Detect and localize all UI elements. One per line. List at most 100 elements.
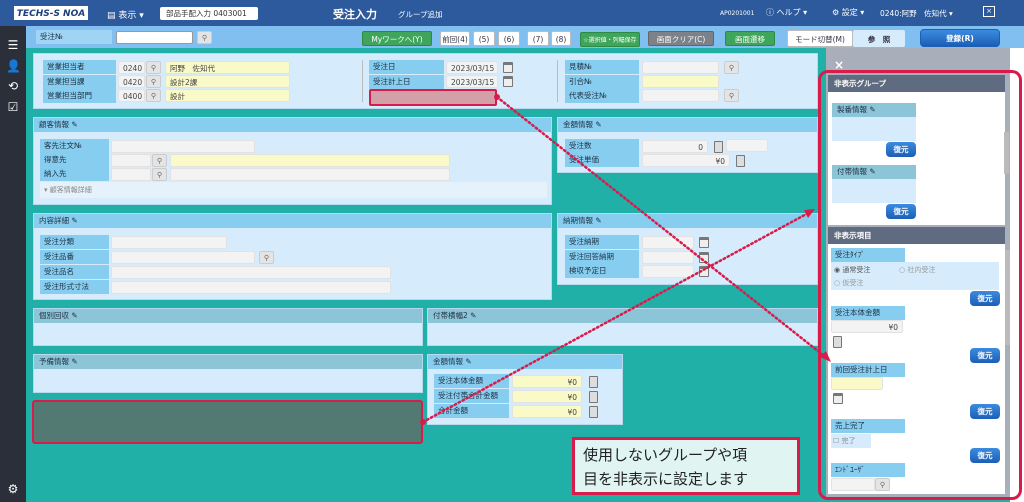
delivery-date-input[interactable] — [642, 236, 694, 249]
end-user-input[interactable] — [831, 478, 875, 491]
scrollbar[interactable] — [1004, 132, 1009, 174]
pencil-icon[interactable]: ✎ — [71, 311, 78, 320]
calendar-icon[interactable] — [503, 62, 513, 73]
search-icon[interactable]: ⚲ — [146, 75, 161, 88]
quantity-input[interactable]: 0 — [642, 140, 708, 153]
screen-selector[interactable]: 部品手配入力 0403001 — [160, 7, 258, 20]
customer-order-no-input[interactable] — [111, 140, 255, 153]
last-button[interactable]: (8) — [551, 31, 571, 46]
user-menu[interactable]: 0240:阿野 佐知代 ▾ — [880, 9, 953, 18]
search-icon[interactable]: ⚲ — [197, 31, 212, 44]
register-button[interactable]: 登録(R) — [920, 29, 1000, 47]
order-part-no-input[interactable] — [111, 251, 255, 264]
first-button[interactable]: (5) — [473, 31, 495, 46]
radio-normal[interactable]: ◉ 通常受注 — [834, 266, 871, 274]
restore-button[interactable]: 復元 — [886, 142, 916, 157]
quote-no-input[interactable] — [642, 61, 719, 74]
calculator-icon[interactable] — [714, 141, 723, 153]
extra-amount-value: ¥0 — [512, 390, 582, 403]
pencil-icon[interactable]: ✎ — [595, 120, 602, 129]
user-name: 0240:阿野 佐知代 — [880, 9, 947, 18]
booking-date-input[interactable]: 2023/03/15 — [446, 75, 498, 88]
calendar-icon[interactable] — [699, 237, 709, 248]
calculator-icon[interactable] — [833, 336, 842, 348]
sidebar: ☰ 👤 ⟲ ☑ ⚙ — [0, 26, 26, 502]
section-code[interactable]: 0420 — [118, 75, 145, 88]
calculator-icon[interactable] — [736, 155, 745, 167]
inspection-date-input[interactable] — [642, 265, 694, 278]
view-menu[interactable]: ▤ 表示 ▾ — [107, 11, 144, 21]
next-button[interactable]: (7) — [527, 31, 549, 46]
inquiry-no-input[interactable] — [642, 75, 719, 88]
reply-date-input[interactable] — [642, 251, 694, 264]
history-icon[interactable]: ⟲ — [7, 79, 19, 93]
unit-input[interactable] — [726, 139, 768, 152]
field-label: 検収予定日 — [565, 264, 639, 278]
mode-switch-button[interactable]: モード切替(M) — [787, 30, 853, 47]
calculator-icon[interactable] — [589, 391, 598, 403]
help-menu[interactable]: ⓘ ヘルプ ▾ — [766, 8, 808, 17]
calendar-icon[interactable] — [503, 76, 513, 87]
body-amount-input[interactable]: ¥0 — [831, 320, 903, 333]
order-part-name-input[interactable] — [111, 266, 391, 279]
search-icon[interactable]: ⚲ — [146, 61, 161, 74]
pencil-icon[interactable]: ✎ — [470, 311, 477, 320]
reserve-panel: 予備情報 ✎ — [33, 354, 423, 393]
restore-button[interactable]: 復元 — [970, 291, 1000, 306]
pencil-icon[interactable]: ✎ — [465, 357, 472, 366]
settings-menu[interactable]: ⚙ 設定 ▾ — [832, 8, 865, 17]
restore-button[interactable]: 復元 — [970, 404, 1000, 419]
pencil-icon[interactable]: ✎ — [71, 120, 78, 129]
close-icon[interactable]: × — [834, 58, 845, 72]
order-no-input[interactable] — [116, 31, 193, 44]
customer-code-input[interactable] — [111, 154, 151, 167]
pencil-icon[interactable]: ✎ — [595, 216, 602, 225]
search-icon[interactable]: ⚲ — [724, 61, 739, 74]
search-icon[interactable]: ⚲ — [152, 168, 167, 181]
unit-price-input[interactable]: ¥0 — [642, 154, 730, 167]
search-icon[interactable]: ⚲ — [875, 478, 890, 491]
prev-date-input[interactable] — [831, 377, 883, 390]
delivery-code-input[interactable] — [111, 168, 151, 181]
calculator-icon[interactable] — [589, 376, 598, 388]
department-code[interactable]: 0400 — [118, 89, 145, 102]
scrollbar[interactable] — [1005, 250, 1010, 345]
order-date-input[interactable]: 2023/03/15 — [446, 61, 498, 74]
pencil-icon[interactable]: ✎ — [71, 216, 78, 225]
restore-button[interactable]: 復元 — [886, 204, 916, 219]
callout: 使用しないグループや項 目を非表示に設定します — [572, 437, 800, 495]
staff-code[interactable]: 0240 — [118, 61, 145, 74]
calendar-icon[interactable] — [833, 393, 843, 404]
customer-details-toggle[interactable]: ▾ 顧客情報詳細 — [40, 182, 547, 198]
transition-button[interactable]: 画面遷移 — [725, 31, 775, 46]
my-work-button[interactable]: Myワークへ(Y) — [362, 31, 432, 46]
search-icon[interactable]: ⚲ — [152, 154, 167, 167]
group-add-link[interactable]: グループ追加 — [398, 10, 443, 19]
radio-internal[interactable]: ○ 社内受注 — [899, 266, 936, 274]
inquiry-no-label: 引合№ — [565, 75, 639, 89]
calculator-icon[interactable] — [589, 406, 598, 418]
checklist-icon[interactable]: ☑ — [7, 100, 19, 114]
main-order-no-input[interactable] — [642, 89, 719, 102]
list-icon[interactable]: ☰ — [7, 38, 19, 52]
back-button[interactable]: (6) — [498, 31, 520, 46]
save-selection-button[interactable]: ☆選択値・列幅保存 — [580, 32, 640, 47]
order-size-input[interactable] — [111, 281, 391, 294]
prev-button[interactable]: 前回(4) — [440, 31, 470, 46]
user-list-icon[interactable]: 👤 — [6, 59, 21, 73]
restore-button[interactable]: 復元 — [970, 348, 1000, 363]
gear-icon[interactable]: ⚙ — [7, 482, 19, 496]
search-icon[interactable]: ⚲ — [146, 89, 161, 102]
clear-button[interactable]: 画面クリア(C) — [648, 31, 714, 46]
search-icon[interactable]: ⚲ — [724, 89, 739, 102]
pencil-icon[interactable]: ✎ — [71, 357, 78, 366]
close-window-icon[interactable]: × — [983, 6, 995, 17]
sales-done-checkbox[interactable]: ☐ 完了 — [831, 434, 871, 448]
radio-provisional[interactable]: ○ 仮受注 — [834, 279, 864, 287]
hidden-group-card: 製番情報 ✎ — [832, 103, 916, 141]
order-category-input[interactable] — [111, 236, 227, 249]
prev-date-label: 前回受注計上日 — [831, 363, 905, 377]
search-icon[interactable]: ⚲ — [259, 251, 274, 264]
restore-button[interactable]: 復元 — [970, 448, 1000, 463]
